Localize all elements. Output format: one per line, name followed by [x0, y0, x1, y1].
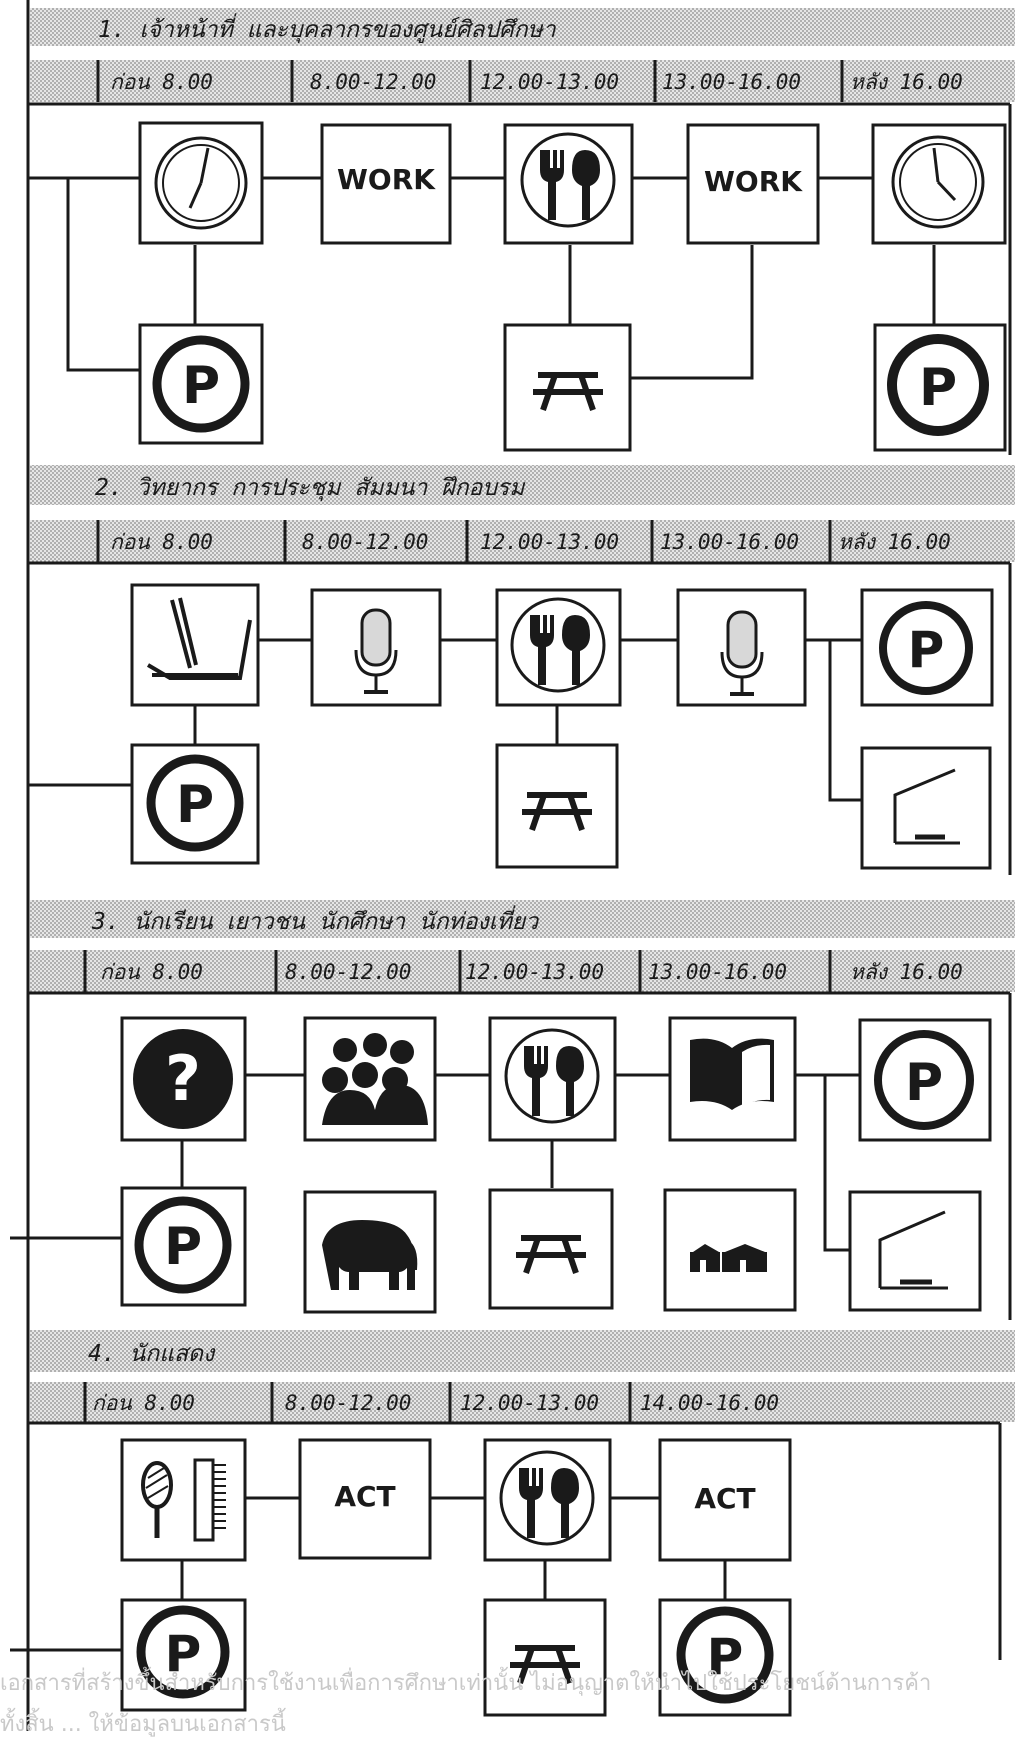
time-slot: ก่อน 8.00 — [110, 530, 213, 554]
work-box: WORK — [322, 125, 450, 243]
time-slot: 13.00-16.00 — [662, 70, 801, 94]
fork-spoon-icon — [497, 590, 620, 705]
parking-icon: P — [132, 745, 258, 863]
time-slot: 14.00-16.00 — [640, 1391, 779, 1415]
section-2: 2. วิทยากร การประชุม สัมมนา ฝึกอบรม ก่อน… — [28, 465, 1015, 875]
clock-icon — [140, 123, 262, 243]
fork-spoon-icon — [485, 1440, 610, 1560]
section-1: 1. เจ้าหน้าที่ และบุคลากรของศูนย์ศิลปศึก… — [28, 8, 1015, 455]
section-title: 3. นักเรียน เยาวชน นักศึกษา นักท่องเที่ย… — [91, 905, 539, 935]
time-slot: 12.00-13.00 — [480, 530, 619, 554]
picnic-table-icon — [490, 1190, 612, 1308]
work-box: WORK — [688, 125, 818, 243]
work-label: WORK — [337, 163, 436, 196]
section-title: 4. นักแสดง — [88, 1341, 216, 1367]
time-slot: หลัง 16.00 — [850, 960, 963, 984]
time-slot: 8.00-12.00 — [302, 530, 428, 554]
time-slot: หลัง 16.00 — [850, 70, 963, 94]
lodging-icon — [850, 1192, 980, 1310]
time-slot: 8.00-12.00 — [285, 960, 411, 984]
act-box: ACT — [660, 1440, 790, 1560]
time-slot: หลัง 16.00 — [838, 530, 951, 554]
svg-text:?: ? — [165, 1042, 201, 1115]
section-title: 1. เจ้าหน้าที่ และบุคลากรของศูนย์ศิลปศึก… — [98, 13, 557, 43]
section-3: 3. นักเรียน เยาวชน นักศึกษา นักท่องเที่ย… — [10, 900, 1015, 1320]
act-box: ACT — [300, 1440, 430, 1558]
time-slot: 12.00-13.00 — [480, 70, 619, 94]
parking-icon: P — [122, 1188, 245, 1305]
crowd-icon — [305, 1018, 435, 1140]
houses-icon — [665, 1190, 795, 1310]
microphone-icon — [678, 590, 805, 705]
parking-icon: P — [862, 590, 992, 705]
fork-spoon-icon — [505, 125, 632, 243]
fork-spoon-icon — [490, 1018, 615, 1140]
picnic-table-icon — [505, 325, 630, 450]
section-4: 4. นักแสดง ก่อน 8.00 8.00-12.00 12.00-13… — [10, 1330, 1015, 1715]
svg-text:P: P — [919, 358, 957, 418]
svg-text:P: P — [164, 1217, 202, 1277]
time-slot: 8.00-12.00 — [285, 1391, 411, 1415]
time-slot: 12.00-13.00 — [465, 960, 604, 984]
parking-icon: P — [875, 325, 1005, 450]
clock-icon — [873, 125, 1005, 243]
time-slot: 13.00-16.00 — [660, 530, 799, 554]
time-slot: 13.00-16.00 — [648, 960, 787, 984]
act-label: ACT — [694, 1482, 755, 1515]
watermark-line: เอกสารที่สร้างขึ้นสำหรับการใช้งานเพื่อกา… — [0, 1665, 1030, 1700]
question-icon: ? — [122, 1018, 245, 1140]
svg-text:P: P — [176, 775, 214, 835]
parking-icon: P — [140, 325, 262, 443]
mirror-comb-icon — [122, 1440, 245, 1560]
svg-text:P: P — [182, 356, 220, 416]
time-slot: 12.00-13.00 — [460, 1391, 599, 1415]
svg-text:P: P — [908, 621, 945, 679]
picnic-table-icon — [497, 745, 617, 867]
time-slot: ก่อน 8.00 — [110, 70, 213, 94]
elephant-icon — [305, 1192, 435, 1312]
watermark-line: ทั้งสิ้น ... ให้ข้อมูลบนเอกสารนี้ — [0, 1706, 1030, 1741]
svg-text:P: P — [905, 1053, 943, 1113]
section-title: 2. วิทยากร การประชุม สัมมนา ฝึกอบรม — [95, 475, 526, 501]
writing-book-icon — [132, 585, 258, 705]
time-slot: ก่อน 8.00 — [100, 960, 203, 984]
parking-icon: P — [860, 1020, 990, 1140]
time-slot: 8.00-12.00 — [310, 70, 436, 94]
time-slot: ก่อน 8.00 — [92, 1391, 195, 1415]
lodging-icon — [862, 748, 990, 868]
work-label: WORK — [704, 165, 803, 198]
microphone-icon — [312, 590, 440, 705]
act-label: ACT — [334, 1480, 395, 1513]
book-icon — [670, 1018, 795, 1140]
